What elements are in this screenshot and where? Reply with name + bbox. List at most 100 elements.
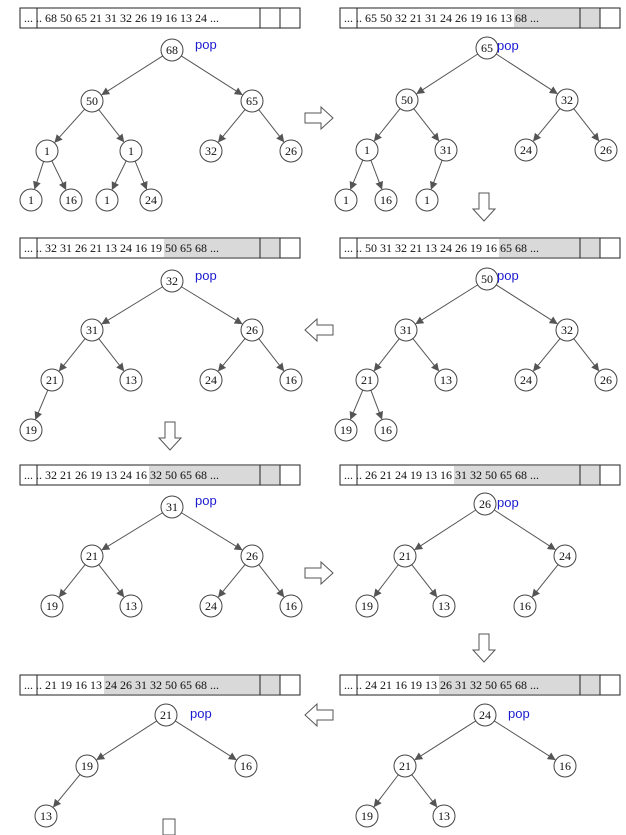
tree-edge — [411, 774, 438, 808]
array-sorted-values: 24 26 31 32 50 65 68 ... — [105, 678, 219, 692]
tree-edge — [101, 286, 163, 325]
heap-node-value: 16 — [559, 759, 571, 773]
array-sorted-values: 26 31 32 50 65 68 ... — [440, 678, 539, 692]
heap-node: 24 — [514, 138, 538, 162]
flow-arrow-right — [304, 560, 334, 586]
tree-edge — [54, 108, 86, 143]
heap-node-value: 24 — [205, 599, 217, 613]
heap-node: 24 — [514, 368, 538, 392]
heap-node: 50 — [80, 89, 104, 113]
heap-node-value: 31 — [86, 323, 98, 337]
flow-arrow-down — [162, 818, 176, 835]
pop-label: pop — [195, 493, 217, 508]
sorted-region — [164, 239, 280, 257]
array-row-1: ... .. 68 50 65 21 31 32 26 19 16 13 24 … — [19, 7, 301, 29]
heap-node-value: 16 — [285, 373, 297, 387]
heap-node: 16 — [553, 754, 577, 778]
pop-label: pop — [497, 268, 519, 283]
heap-node: 26 — [240, 318, 264, 342]
tree-edge — [414, 509, 477, 551]
heap-node-value: 24 — [559, 549, 571, 563]
array-sorted-values: 32 50 65 68 ... — [150, 468, 219, 482]
heap-node: 21 — [355, 368, 379, 392]
heap-node-value: 16 — [285, 599, 297, 613]
heap-node-value: 13 — [125, 373, 137, 387]
sorted-region — [439, 676, 600, 694]
heap-node: 16 — [374, 418, 398, 442]
tree-edge — [373, 564, 399, 598]
heap-node: 24 — [199, 368, 223, 392]
heap-node: 19 — [334, 418, 358, 442]
heap-node: 32 — [555, 318, 579, 342]
heap-node: 19 — [355, 804, 379, 828]
heap-node-value: 50 — [86, 94, 98, 108]
heap-node-value: 16 — [380, 423, 392, 437]
heap-node: 1 — [95, 188, 119, 212]
pop-label: pop — [195, 268, 217, 283]
heap-node: 24 — [473, 703, 497, 727]
heap-node: 31 — [80, 318, 104, 342]
heap-node: 26 — [594, 138, 618, 162]
heap-node: 1 — [119, 139, 143, 163]
array-values: ... .. 26 21 24 19 13 16 — [344, 468, 452, 482]
heap-node-value: 50 — [481, 272, 493, 286]
heap-node-value: 32 — [205, 144, 217, 158]
tree-edge — [111, 160, 127, 191]
tree-edge — [175, 720, 237, 761]
tree-edge — [217, 109, 246, 143]
heap-node: 31 — [394, 318, 418, 342]
heap-node: 19 — [75, 754, 99, 778]
tree-edge — [101, 512, 163, 551]
tree-edge — [532, 338, 561, 372]
tree-edge — [258, 109, 285, 143]
heap-node: 21 — [154, 703, 178, 727]
heap-node-value: 19 — [361, 599, 373, 613]
tree-edge — [258, 564, 285, 598]
heap-node-value: 16 — [519, 599, 531, 613]
tree-edge — [101, 55, 163, 96]
flow-arrow-down — [157, 421, 183, 451]
pop-label: pop — [497, 38, 519, 53]
heap-node: 50 — [475, 267, 499, 291]
heap-node-value: 19 — [46, 599, 58, 613]
array-values: ... .. 24 21 16 19 13 — [344, 678, 437, 692]
tree-edge — [181, 512, 243, 551]
heap-node: 1 — [334, 188, 358, 212]
heap-node: 21 — [40, 368, 64, 392]
heap-node-value: 13 — [40, 809, 52, 823]
heap-node-value: 26 — [246, 549, 258, 563]
heap-node-value: 65 — [246, 94, 258, 108]
heap-node-value: 31 — [440, 143, 452, 157]
heap-node-value: 21 — [86, 549, 98, 563]
tree-edge — [181, 286, 243, 325]
tree-edge — [181, 55, 243, 96]
tree-edge — [349, 389, 364, 420]
heap-node-value: 32 — [561, 93, 573, 107]
heap-node: 21 — [393, 544, 417, 568]
heap-node: 68 — [160, 38, 184, 62]
heap-node: 16 — [279, 368, 303, 392]
heap-node: 31 — [434, 138, 458, 162]
heap-node-value: 32 — [561, 323, 573, 337]
heap-node: 32 — [160, 269, 184, 293]
heap-node-value: 1 — [28, 193, 34, 207]
tree-edge — [496, 284, 558, 325]
heap-node-value: 65 — [481, 41, 493, 55]
heap-node: 50 — [395, 88, 419, 112]
tree-edge — [370, 390, 383, 420]
array-sorted-values: 50 65 68 ... — [165, 241, 219, 255]
tree-edge — [134, 160, 148, 190]
tree-edge — [98, 564, 125, 598]
heap-node-value: 26 — [246, 323, 258, 337]
tree-edge — [370, 160, 383, 190]
flow-arrow-down — [471, 192, 497, 222]
heap-node: 1 — [415, 188, 439, 212]
heap-node-value: 13 — [438, 809, 450, 823]
